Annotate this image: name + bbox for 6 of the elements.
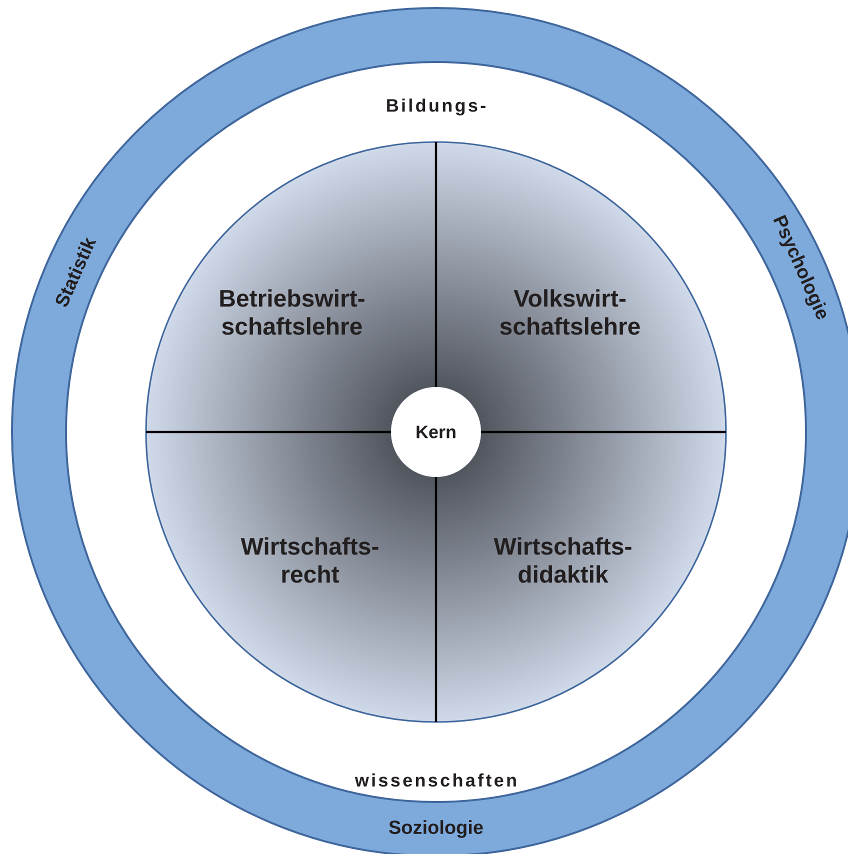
quadrant: Volkswirt- schaftslehre [500, 289, 640, 335]
ring-label: Bildungs- [387, 98, 486, 116]
quadrant: Wirtschafts- recht [240, 537, 378, 583]
quadrant: Wirtschafts- didaktik [494, 537, 632, 583]
quadrant: Betriebswirt- schaftslehre [220, 289, 364, 335]
ring-label: wissenschaften [354, 773, 516, 787]
